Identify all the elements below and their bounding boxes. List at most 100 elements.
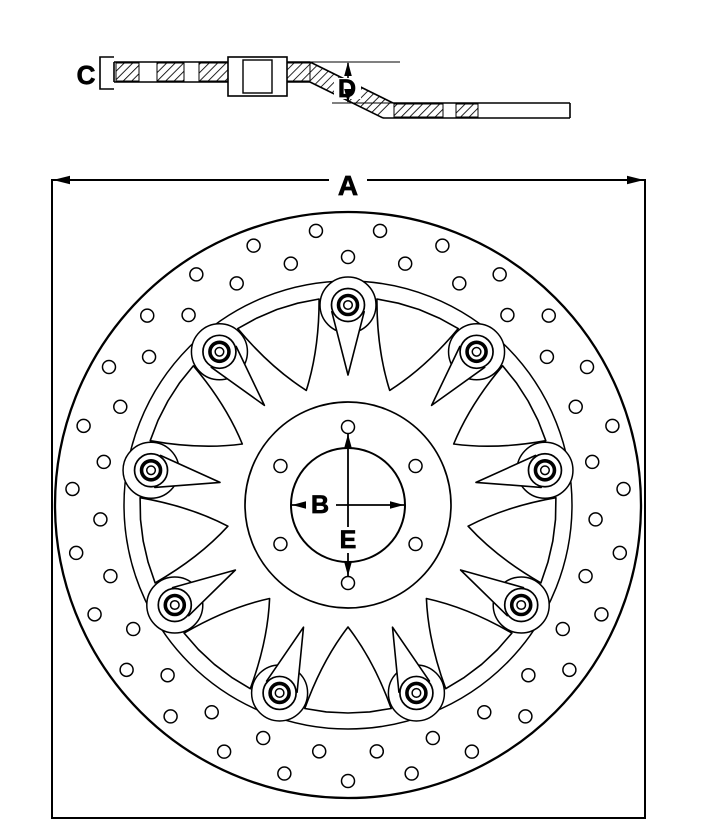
drill-hole <box>181 307 196 323</box>
float-button-ring <box>163 593 187 617</box>
drill-hole <box>189 267 204 282</box>
drill-hole <box>125 621 141 637</box>
drill-hole <box>141 349 157 365</box>
arrow-up-icon <box>344 434 352 448</box>
arrow-right-icon <box>390 501 404 509</box>
dimension-label-c: C <box>77 60 96 90</box>
float-button-ring <box>509 593 533 617</box>
bolt-hole <box>408 536 423 552</box>
spoke-window <box>425 597 513 690</box>
dimension-b: B <box>292 491 404 519</box>
dimension-c: C <box>76 56 114 90</box>
drill-hole <box>435 238 450 253</box>
float-button-hole <box>214 346 225 357</box>
drill-hole <box>425 730 441 746</box>
dimension-c-bracket <box>99 56 114 90</box>
spoke-window <box>139 496 229 584</box>
drill-hole <box>562 662 577 678</box>
drill-hole <box>539 349 555 365</box>
drill-hole <box>163 709 178 724</box>
float-button-ring <box>336 293 360 317</box>
spoke-window <box>183 597 271 690</box>
arrow-down-icon <box>344 89 352 103</box>
dimension-e: E <box>334 434 362 576</box>
bolt-holes <box>273 419 423 591</box>
section-hatch-segment <box>393 103 444 118</box>
float-button-ring <box>533 458 557 482</box>
drill-hole <box>477 704 492 720</box>
drill-hole <box>216 744 232 759</box>
drill-holes <box>65 223 631 789</box>
hub-outer-circle <box>244 401 452 609</box>
drill-hole <box>340 249 356 265</box>
disc-outer-edge <box>53 210 643 800</box>
spoke-window <box>376 298 459 392</box>
drill-hole <box>139 308 155 323</box>
drill-hole <box>568 399 583 415</box>
section-hatch-segment <box>198 62 229 82</box>
drill-hole <box>255 730 271 746</box>
float-button-ring <box>405 681 428 705</box>
bolt-hole <box>408 458 423 474</box>
drill-hole <box>500 307 515 323</box>
float-button-ring <box>208 340 231 364</box>
drill-hole <box>588 512 603 527</box>
outer-ring-section-outline <box>383 102 571 119</box>
bolt-hole <box>273 536 288 552</box>
float-button-ring <box>139 458 163 482</box>
drill-hole <box>452 276 467 291</box>
drill-hole <box>65 481 80 497</box>
dimension-a-label-gap <box>329 168 367 197</box>
arrow-left-icon <box>53 175 70 185</box>
section-hatch-segment <box>455 103 479 118</box>
float-button-hole <box>342 299 354 311</box>
dimension-label-e: E <box>340 526 357 554</box>
arrow-right-icon <box>627 175 644 185</box>
float-button-hole <box>145 465 157 476</box>
drill-hole <box>204 704 219 720</box>
drill-hole <box>518 709 533 724</box>
drill-hole <box>93 512 108 527</box>
drill-hole <box>87 607 102 622</box>
drill-hole <box>340 773 356 789</box>
drill-hole <box>369 744 385 759</box>
float-button-ring <box>268 681 291 705</box>
dimension-label-d: D <box>338 75 356 103</box>
drill-hole <box>372 223 388 239</box>
drill-hole <box>555 621 571 637</box>
drill-hole <box>579 359 595 375</box>
drill-hole <box>584 454 600 470</box>
section-hatch-segment <box>286 62 311 82</box>
float-button-ring <box>465 340 488 364</box>
spoke-window <box>149 365 244 448</box>
drill-hole <box>246 238 261 253</box>
drill-hole <box>404 766 419 781</box>
arrow-down-icon <box>344 562 352 576</box>
spoke-window <box>237 298 320 392</box>
float-button-hole <box>274 687 285 698</box>
arrow-left-icon <box>292 501 306 509</box>
bolt-hole <box>340 575 356 591</box>
spoke-window <box>452 365 547 448</box>
dimension-label-a: A <box>338 170 358 201</box>
drill-hole <box>311 744 327 759</box>
hub-bore-section <box>242 59 273 94</box>
drill-hole <box>68 545 84 561</box>
drill-hole <box>464 744 480 759</box>
cross-section-view: C D <box>76 56 571 119</box>
section-hatch-segment <box>156 62 185 82</box>
drill-hole <box>103 568 118 584</box>
drill-hole <box>119 662 134 678</box>
float-button-hole <box>471 346 482 357</box>
float-button-hole <box>169 599 180 611</box>
drill-hole <box>616 481 631 497</box>
drill-hole <box>492 267 507 282</box>
dimension-label-b: B <box>311 491 329 519</box>
arrow-up-icon <box>344 62 352 76</box>
drill-hole <box>578 568 593 584</box>
drill-hole <box>283 256 299 271</box>
drill-hole <box>113 399 128 415</box>
dimension-b-label-gap <box>305 491 336 518</box>
drill-hole <box>101 359 117 375</box>
